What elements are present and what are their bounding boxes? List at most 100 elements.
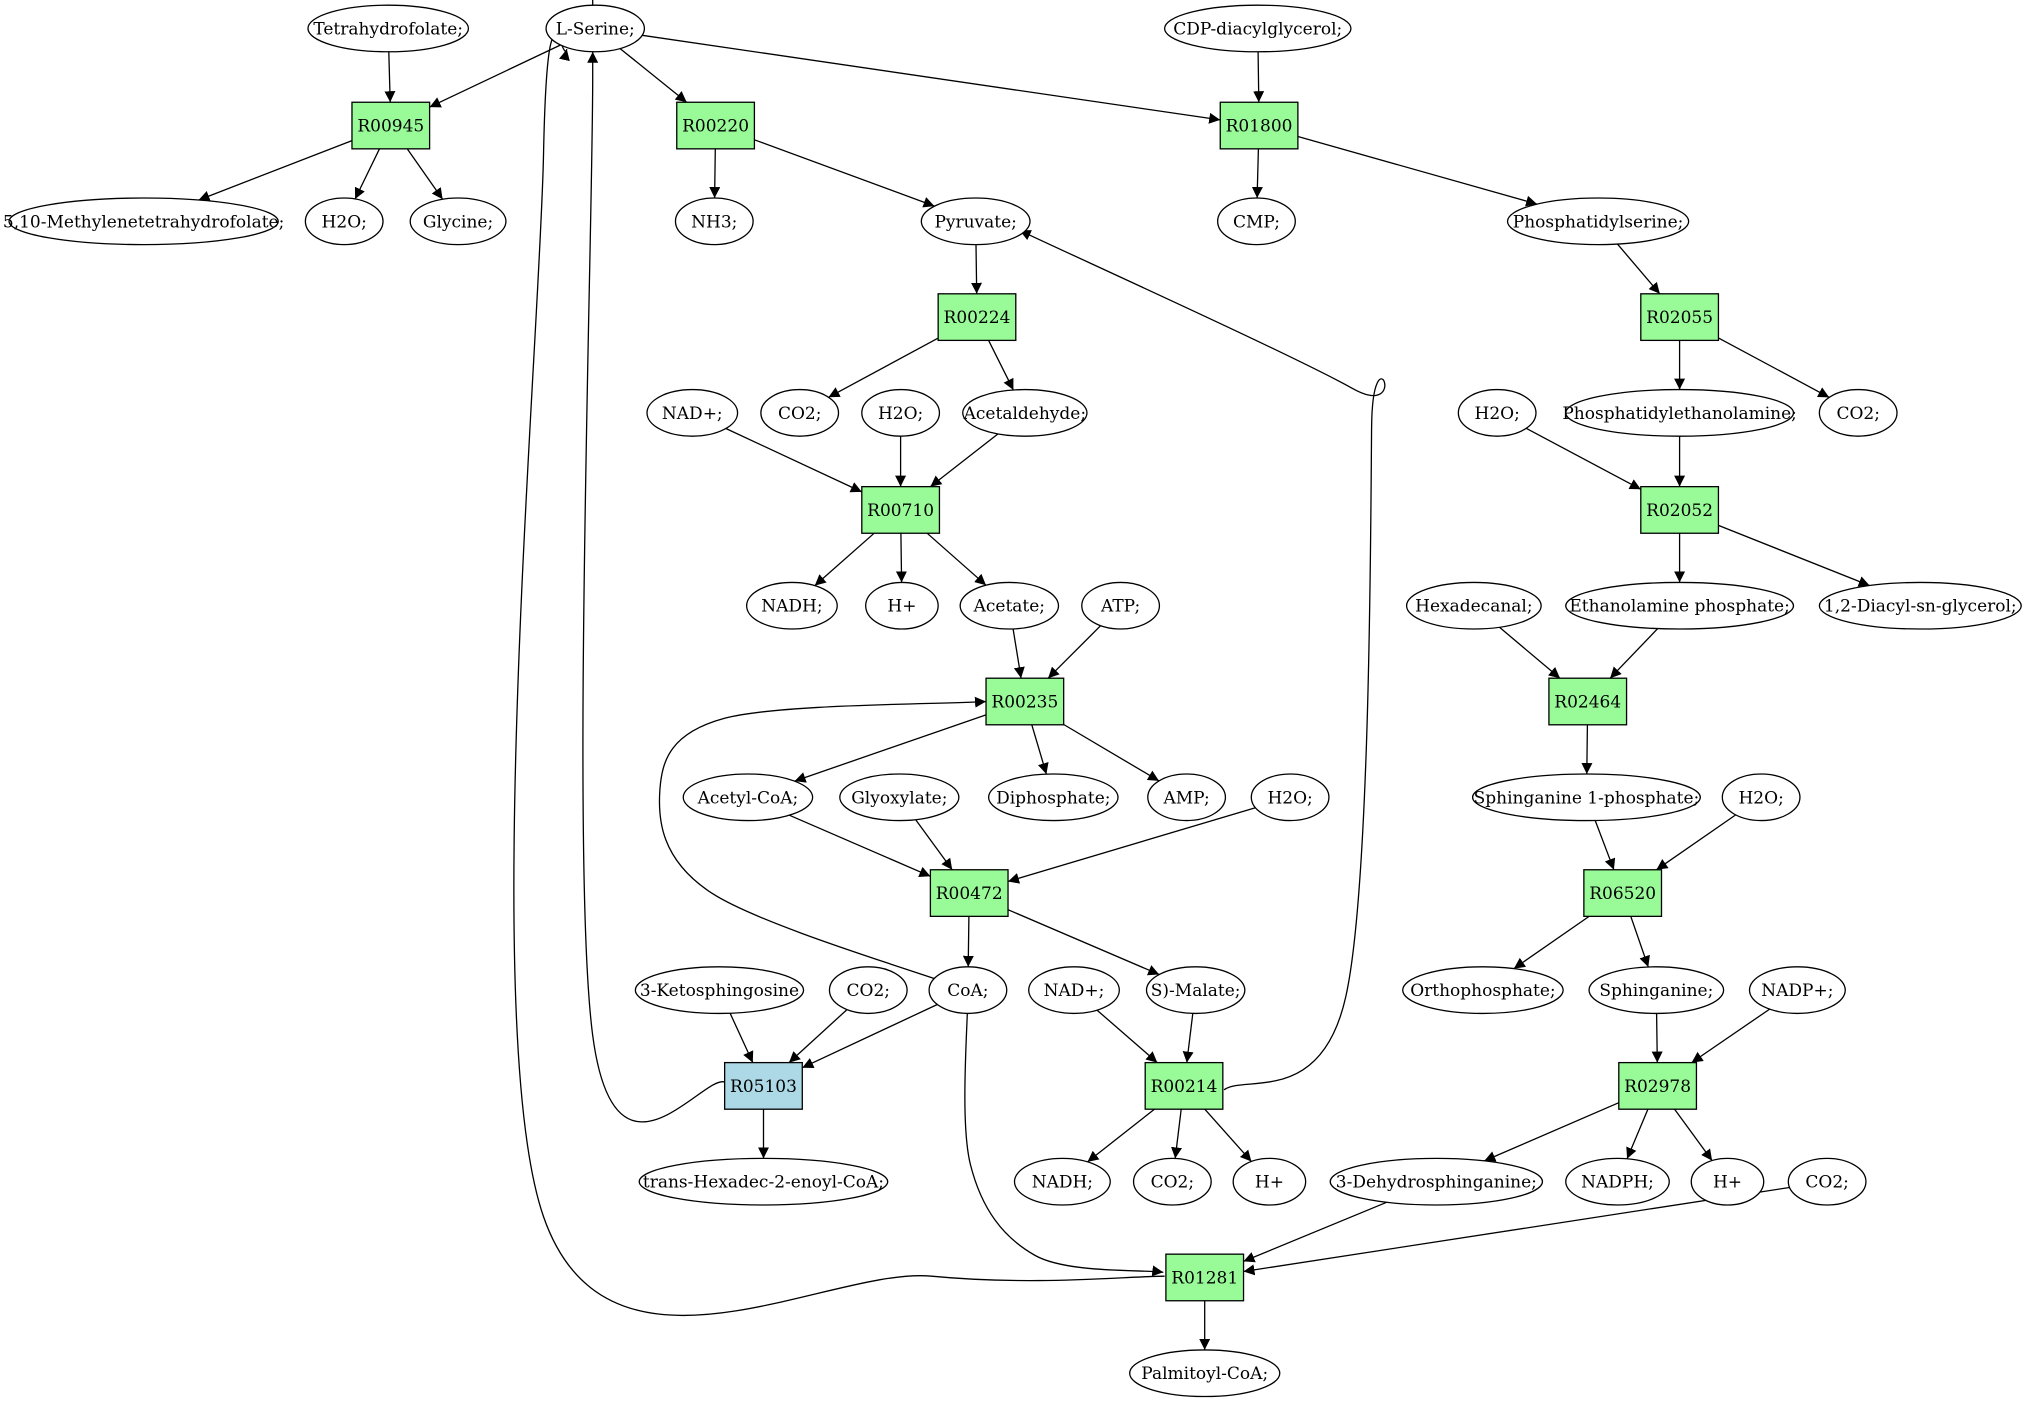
- node-label: ATP;: [1100, 597, 1140, 617]
- compound-node-co2_5: CO2;: [1787, 1157, 1867, 1206]
- edge-r01281-to-serine: [513, 35, 1165, 1317]
- compound-node-acetylcoa: Acetyl-CoA;: [682, 773, 814, 822]
- compound-ellipse: [638, 1157, 889, 1206]
- node-label: Acetaldehyde;: [963, 404, 1086, 424]
- compound-node-amp: AMP;: [1147, 773, 1227, 822]
- reaction-box: [1640, 293, 1720, 342]
- compound-ellipse: [1329, 1157, 1544, 1206]
- edge-cdpdag-to-r01800: [1253, 51, 1265, 103]
- node-label: R00214: [1151, 1077, 1218, 1097]
- reaction-node-r00224: R00224: [937, 293, 1017, 342]
- reaction-node-r02052: R02052: [1640, 485, 1720, 534]
- compound-node-diphosphate: Diphosphate;: [987, 773, 1119, 822]
- compound-node-serine: L-Serine;: [545, 4, 646, 53]
- node-label: H2O;: [1738, 788, 1783, 808]
- reaction-box: [1144, 1061, 1224, 1110]
- compound-node-dhsph: 3-Dehydrosphinganine;: [1329, 1157, 1544, 1206]
- node-label: R00220: [682, 117, 749, 137]
- node-label: AMP;: [1162, 788, 1209, 808]
- reaction-box: [676, 101, 756, 150]
- edge-co2_3-to-r05103: [788, 1009, 848, 1064]
- edge-r02055-to-co2_2: [1718, 337, 1830, 398]
- edge-nadp-to-r02978: [1691, 1008, 1771, 1064]
- node-label: S)-Malate;: [1151, 981, 1241, 1001]
- reaction-box: [723, 1061, 803, 1110]
- node-label: R01281: [1171, 1268, 1238, 1288]
- edge-r01800-to-pser: [1297, 135, 1538, 207]
- node-label: R00224: [944, 308, 1011, 328]
- edge-r02052-to-dag: [1718, 524, 1870, 587]
- edge-h2o_5-to-r06520: [1656, 814, 1737, 871]
- node-label: CO2;: [847, 981, 891, 1001]
- node-label: R02055: [1646, 308, 1713, 328]
- compound-node-malate: S)-Malate;: [1145, 966, 1246, 1015]
- reaction-node-r00220: R00220: [676, 101, 756, 150]
- edge-r00710-to-nadh_1: [814, 532, 875, 587]
- node-label: Sphinganine;: [1599, 981, 1713, 1001]
- node-label: Pyruvate;: [934, 212, 1016, 232]
- compound-ellipse: [839, 773, 960, 822]
- edge-r00220-to-pyruvate: [754, 139, 935, 208]
- node-label: Acetyl-CoA;: [697, 788, 799, 808]
- edge-coa-to-r00235: [658, 696, 987, 991]
- compound-node-acetate: Acetate;: [959, 581, 1060, 630]
- reaction-box: [929, 869, 1009, 918]
- node-label: Orthophosphate;: [1410, 981, 1555, 1001]
- node-label: Sphinganine 1-phosphate;: [1474, 788, 1700, 808]
- compound-node-nh3: NH3;: [674, 197, 754, 246]
- edge-r00224-to-co2_1: [828, 337, 939, 398]
- edge-sphinganine-to-r02978: [1651, 1013, 1663, 1063]
- compound-ellipse: [1013, 1157, 1111, 1206]
- compound-node-etnp: Ethanolamine phosphate;: [1565, 581, 1795, 630]
- compound-ellipse: [1250, 773, 1330, 822]
- compound-node-h2o_4: H2O;: [1250, 773, 1330, 822]
- reaction-node-r00945: R00945: [351, 101, 431, 150]
- compound-ellipse: [682, 773, 814, 822]
- compound-ellipse: [307, 4, 470, 53]
- node-label: NADP+;: [1761, 981, 1833, 1001]
- compound-node-thf: Tetrahydrofolate;: [307, 4, 470, 53]
- edge-r00710-to-acetate: [926, 532, 987, 586]
- compound-node-co2_4: CO2;: [1132, 1157, 1212, 1206]
- node-label: H+: [1713, 1173, 1742, 1193]
- edge-acetaldehyde-to-r00710: [930, 433, 999, 488]
- compound-ellipse: [1565, 581, 1795, 630]
- node-label: H2O;: [1267, 788, 1312, 808]
- node-label: 5,10-Methylenetetrahydrofolate;: [3, 212, 284, 232]
- node-label: Hexadecanal;: [1415, 597, 1532, 617]
- reaction-box: [1219, 101, 1299, 150]
- edge-malate-to-r00214: [1182, 1013, 1194, 1063]
- compound-ellipse: [634, 966, 805, 1015]
- compound-ellipse: [646, 388, 739, 437]
- edge-r00235-to-acetylcoa: [794, 714, 987, 783]
- edge-r00945-to-methylthf: [198, 139, 353, 202]
- reaction-node-r06520: R06520: [1583, 869, 1663, 918]
- reaction-node-r00710: R00710: [861, 485, 941, 534]
- compound-ellipse: [1818, 581, 2022, 630]
- compound-node-sphinganine: Sphinganine;: [1588, 966, 1725, 1015]
- compound-ellipse: [1565, 1157, 1670, 1206]
- reaction-node-r02055: R02055: [1640, 293, 1720, 342]
- node-label: NADH;: [761, 597, 822, 617]
- compound-node-orthophosphate: Orthophosphate;: [1402, 966, 1564, 1015]
- edge-co2_5-to-r01281: [1243, 1186, 1790, 1276]
- compound-node-thdcoa: trans-Hexadec-2-enoyl-CoA;: [638, 1157, 889, 1206]
- compound-ellipse: [928, 966, 1008, 1015]
- edge-r00945-to-h2o_1: [354, 148, 381, 200]
- edge-r02978-to-dhsph: [1484, 1102, 1620, 1162]
- node-label: Diphosphate;: [996, 788, 1110, 808]
- node-label: CO2;: [1151, 1173, 1195, 1193]
- node-label: H+: [1255, 1173, 1284, 1193]
- edge-acetylcoa-to-r00472: [789, 814, 931, 877]
- edge-dhsph-to-r01281: [1243, 1201, 1387, 1263]
- node-label: Phosphatidylethanolamine;: [1562, 404, 1797, 424]
- compound-ellipse: [861, 388, 941, 437]
- compound-ellipse: [674, 197, 754, 246]
- edge-r00472-to-coa: [962, 916, 974, 967]
- edge-r00214-to-nadh_2: [1087, 1108, 1155, 1163]
- compound-ellipse: [304, 197, 384, 246]
- node-label: Tetrahydrofolate;: [313, 19, 463, 39]
- edge-r00214-to-pyruvate: [1019, 229, 1386, 1091]
- compound-node-nad_1: NAD+;: [646, 388, 739, 437]
